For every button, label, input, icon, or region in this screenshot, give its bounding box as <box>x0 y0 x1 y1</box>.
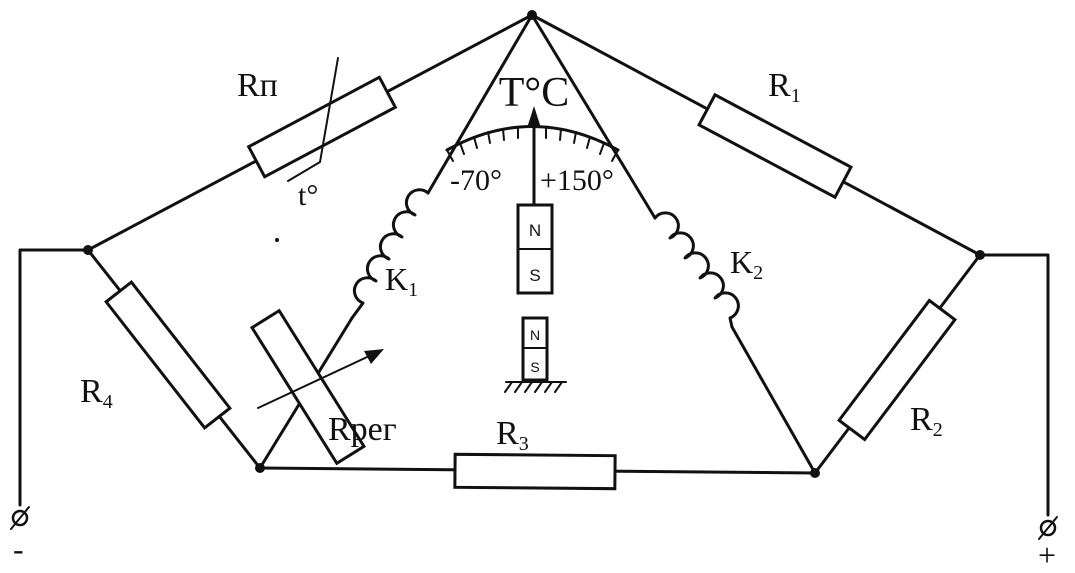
junction-nodes <box>83 10 985 478</box>
label-r1: R1 <box>768 67 801 107</box>
label-rp: Rп <box>237 67 278 104</box>
resistor-rp <box>246 75 398 179</box>
label-terminal-minus: - <box>13 531 24 567</box>
wire-apex-k1 <box>426 13 534 195</box>
moving-magnet: N S <box>516 203 554 295</box>
variable-arrow <box>257 349 384 409</box>
fixed-s-label: S <box>530 359 539 375</box>
resistor-r4 <box>104 280 232 430</box>
node-left <box>83 245 93 255</box>
node-bottom-right <box>810 468 820 478</box>
label-k1: K1 <box>385 261 418 301</box>
label-r2: R2 <box>910 401 943 441</box>
meter-pointer <box>527 106 541 207</box>
magnet-n-label: N <box>529 221 541 240</box>
node-right <box>975 250 985 260</box>
resistor-r1 <box>697 92 853 200</box>
wire-k2-bottom <box>730 325 817 475</box>
terminal-leads <box>18 248 1050 517</box>
label-scale-max: +150° <box>540 164 614 197</box>
coil-k1 <box>350 188 430 320</box>
resistor-r2 <box>836 298 958 442</box>
terminal-minus <box>10 506 30 530</box>
terminal-plus <box>1038 516 1058 540</box>
wire-apex-k2 <box>530 13 657 220</box>
label-t-sensor: t° <box>298 179 318 212</box>
resistor-r3 <box>453 452 617 491</box>
label-r4: R4 <box>80 373 113 413</box>
label-tc: T°C <box>499 70 569 116</box>
label-scale-min: -70° <box>450 164 502 197</box>
stray-dot <box>275 238 279 242</box>
label-k2: K2 <box>730 244 763 284</box>
ground-hatching <box>504 381 563 393</box>
label-terminal-plus: + <box>1038 537 1056 573</box>
fixed-magnet: N S <box>504 316 567 393</box>
lead-plus <box>978 253 1050 517</box>
magnet-s-label: S <box>529 266 540 285</box>
node-bottom-left <box>255 463 265 473</box>
scale-ticks <box>446 126 619 162</box>
fixed-n-label: N <box>530 327 540 343</box>
node-apex <box>527 10 537 20</box>
coil-k2 <box>653 211 740 329</box>
label-r3: R3 <box>496 415 529 455</box>
label-rreg: Rрег <box>328 411 397 448</box>
lead-minus <box>18 248 90 507</box>
thermistor-mark <box>287 57 339 182</box>
